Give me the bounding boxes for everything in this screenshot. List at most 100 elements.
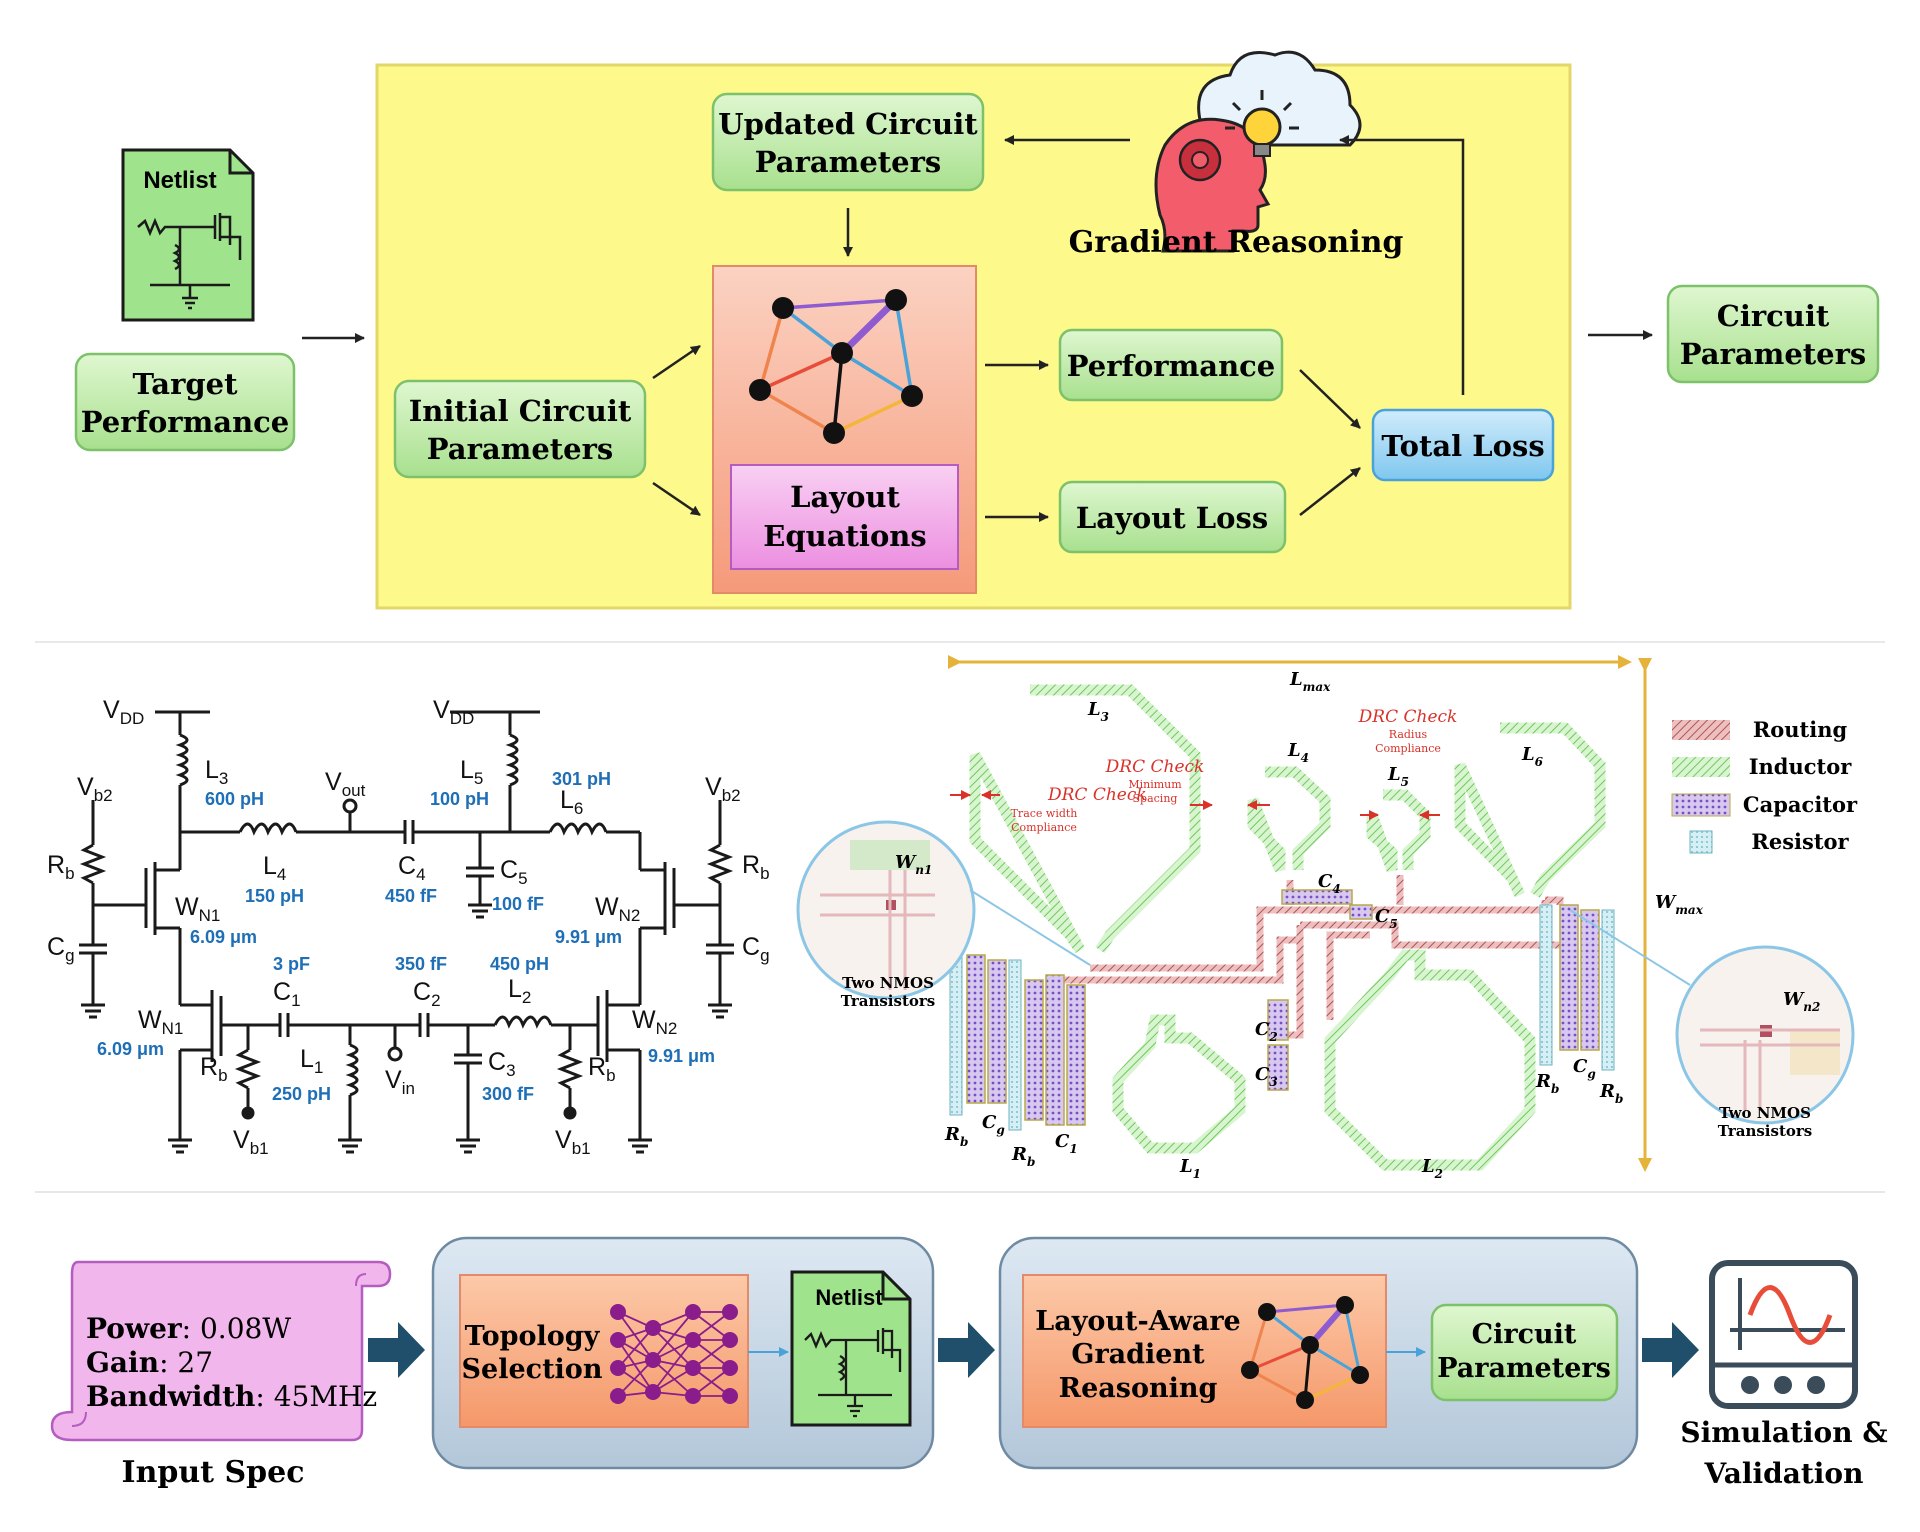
routing-trace (1090, 900, 1549, 972)
label-c3: C3 (488, 1048, 516, 1080)
value-wn2-top: 9.91 μm (555, 927, 622, 947)
label-c4: C4 (1318, 871, 1341, 896)
layout-equations-line2: Equations (763, 519, 926, 553)
inductor-l3 (969, 684, 1201, 954)
total-loss-label: Total Loss (1381, 429, 1544, 463)
label-wn1-bottom: WN1 (138, 1006, 183, 1038)
capacitor-c1 (1024, 979, 1044, 1121)
inductor-l5 (1366, 789, 1431, 872)
label-rb-right: Rb (742, 851, 770, 883)
legend-capacitor: Capacitor (1743, 792, 1858, 817)
label-wn2-top: WN2 (595, 893, 640, 925)
layout-aware-line3: Reasoning (1059, 1373, 1218, 1404)
value-c1: 3 pF (273, 954, 310, 974)
bottom-params-line1: Circuit (1472, 1319, 1577, 1350)
label-c1: C1 (273, 978, 301, 1010)
capacitor-cg-right (1580, 909, 1600, 1051)
label-l4: L4 (1287, 740, 1309, 765)
value-l5: 100 pH (430, 789, 489, 809)
value-c2: 350 fF (395, 954, 447, 974)
arrow-initial-to-graph (652, 344, 701, 380)
capacitor-c2 (1267, 999, 1289, 1041)
label-l5: L5 (1387, 764, 1409, 789)
initial-params-line1: Initial Circuit (409, 394, 632, 428)
two-nmos-left-2: Transistors (841, 992, 935, 1010)
lna-schematic (79, 710, 734, 1154)
legend-routing: Routing (1753, 717, 1848, 742)
label-c4: C4 (398, 852, 426, 884)
routing-trace (1285, 925, 1304, 1039)
initial-params-line2: Parameters (427, 432, 613, 466)
resistor-rb (1008, 959, 1022, 1131)
drc-check-3: DRC Check (1358, 707, 1458, 727)
gradient-reasoning-label: Gradient Reasoning (1069, 225, 1404, 260)
label-cg-left: Cg (47, 933, 75, 965)
label-vin: Vin (385, 1066, 415, 1098)
oscilloscope-icon (1709, 1260, 1858, 1409)
arrow-layoutloss-to-total (1299, 467, 1361, 516)
legend-inductor: Inductor (1749, 754, 1853, 779)
netlist-label: Netlist (143, 167, 216, 194)
netlist-document-icon: Netlist (121, 148, 255, 322)
resistor-rb (1601, 909, 1615, 1071)
layout-loss-label: Layout Loss (1076, 501, 1268, 535)
legend-swatch-resistor (1689, 830, 1713, 854)
label-rb-4: Rb (1599, 1081, 1623, 1106)
label-cg-right: Cg (1573, 1056, 1596, 1081)
label-vdd-right: VDD (433, 696, 474, 728)
legend-swatch-routing (1672, 720, 1730, 740)
resistor-rb (949, 949, 963, 1116)
rf-layout (796, 655, 1855, 1172)
spec-bandwidth: Bandwidth: 45MHz (86, 1380, 377, 1413)
value-l4: 150 pH (245, 886, 304, 906)
capacitor-c5 (1349, 904, 1373, 920)
layout-loss-box: Layout Loss (1058, 480, 1287, 554)
two-nmos-right-1: Two NMOS (1719, 1104, 1811, 1122)
capacitor-cg-right (1559, 904, 1579, 1051)
label-c5: C5 (1375, 906, 1398, 931)
topology-line1: Topology (465, 1321, 601, 1352)
layout-aware-line1: Layout-Aware (1035, 1306, 1240, 1337)
label-wn1-zoom: Wn1 (895, 852, 932, 877)
value-c3: 300 fF (482, 1084, 534, 1104)
simulation-line2: Validation (1704, 1457, 1864, 1490)
output-circuit-parameters-box: Circuit Parameters (1666, 284, 1880, 384)
brain-lightbulb-icon (1154, 50, 1362, 253)
updated-circuit-parameters-box: Updated Circuit Parameters (711, 92, 985, 192)
label-l6: L6 (1521, 744, 1544, 769)
neural-network-nodes (610, 1304, 738, 1404)
target-performance-line1: Target (133, 367, 239, 401)
drc-check-2-sub1: Minimum (1128, 778, 1182, 791)
neural-network-icon (617, 1311, 731, 1397)
label-wn1-top: WN1 (175, 893, 220, 925)
spec-power: Power: 0.08W (86, 1312, 291, 1345)
capacitor-cg-left (966, 954, 986, 1104)
zoom-wn2-detail (1700, 1025, 1840, 1110)
label-vb2-left: Vb2 (77, 773, 113, 805)
routing-trace (1326, 931, 1370, 1020)
label-l3: L3 (1087, 699, 1109, 724)
routing-trace (1060, 936, 1300, 984)
label-wn2-bottom: WN2 (632, 1006, 677, 1038)
topology-line2: Selection (462, 1354, 603, 1385)
output-params-line2: Parameters (1680, 337, 1866, 371)
graph-network-icon-small (1241, 1296, 1369, 1409)
label-c2: C2 (1255, 1019, 1278, 1044)
layout-aware-box (1022, 1274, 1387, 1428)
topology-selection-box (459, 1274, 749, 1428)
legend-resistor: Resistor (1751, 829, 1849, 854)
target-performance-box: Target Performance (74, 352, 296, 452)
two-nmos-right-2: Transistors (1718, 1122, 1812, 1140)
value-wn1-bottom: 6.09 μm (97, 1039, 164, 1059)
performance-label: Performance (1067, 349, 1276, 383)
target-performance-line2: Performance (81, 405, 290, 439)
two-nmos-left-1: Two NMOS (842, 974, 934, 992)
label-vdd-left: VDD (103, 696, 144, 728)
label-lmax: Lmax (1289, 669, 1331, 694)
legend-swatch-inductor (1672, 757, 1730, 777)
label-l1: L1 (1179, 1156, 1201, 1181)
label-cg-left: Cg (982, 1112, 1005, 1137)
updated-params-line2: Parameters (755, 145, 941, 179)
